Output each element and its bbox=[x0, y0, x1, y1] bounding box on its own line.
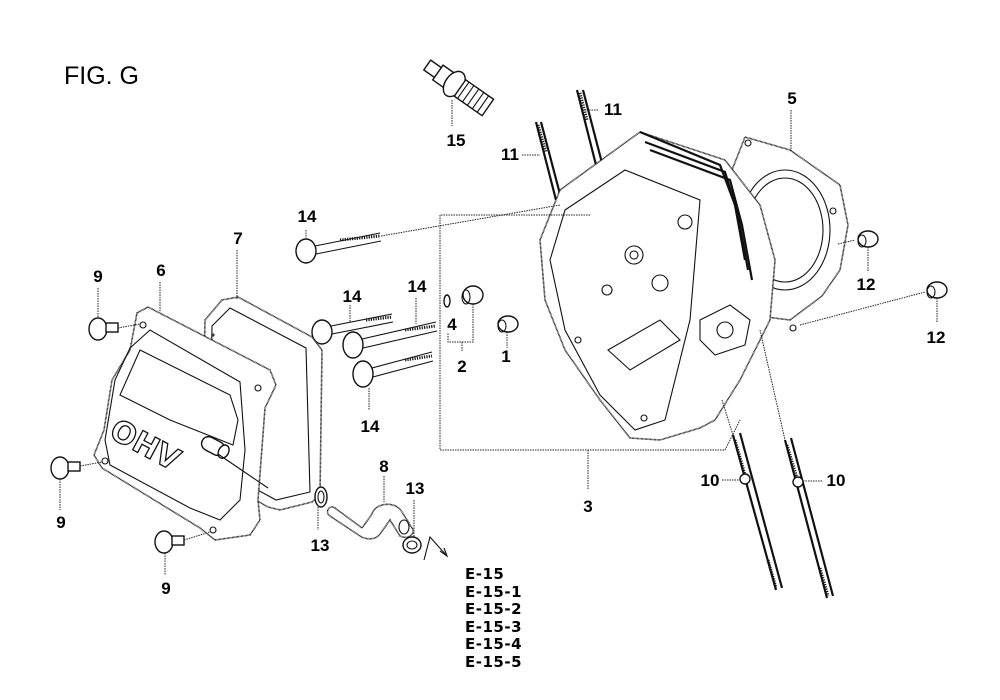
flange-bolt bbox=[295, 204, 561, 264]
dowel-pin bbox=[497, 315, 519, 333]
callout-1: 1 bbox=[501, 347, 510, 366]
flange-bolt bbox=[88, 317, 141, 341]
dowel-pin bbox=[857, 230, 879, 248]
callout-13a: 13 bbox=[311, 536, 330, 555]
push-rod bbox=[731, 432, 784, 591]
reference-code: E-15-2 bbox=[465, 600, 523, 618]
tube-clip bbox=[402, 536, 422, 554]
flange-bolt bbox=[154, 530, 211, 554]
reference-code: E-15-5 bbox=[465, 652, 523, 671]
callout-14b: 14 bbox=[343, 287, 362, 306]
callout-6: 6 bbox=[156, 261, 165, 280]
callout-10a: 10 bbox=[701, 471, 720, 490]
stud-bolt bbox=[575, 89, 604, 166]
cylinder-head bbox=[539, 130, 776, 441]
pin-small bbox=[443, 294, 451, 308]
reference-code-list: E-15 E-15-1 E-15-2 E-15-3 E-15-4 E-15-5 bbox=[465, 565, 523, 671]
callout-8: 8 bbox=[379, 457, 388, 476]
dowel-pin bbox=[461, 285, 484, 305]
callout-12a: 12 bbox=[857, 275, 876, 294]
callout-7: 7 bbox=[233, 229, 242, 248]
figure-title: FIG. G bbox=[64, 62, 139, 90]
spark-plug bbox=[422, 59, 495, 126]
push-rod bbox=[783, 437, 835, 599]
flange-bolt bbox=[342, 321, 438, 359]
callout-9b: 9 bbox=[56, 513, 65, 532]
callout-5: 5 bbox=[787, 89, 796, 108]
callout-9a: 9 bbox=[93, 267, 102, 286]
breather-tube bbox=[326, 503, 414, 540]
callout-11b: 11 bbox=[604, 100, 622, 119]
callout-4: 4 bbox=[447, 315, 457, 334]
dowel-pin bbox=[926, 281, 948, 299]
flange-bolt bbox=[50, 456, 103, 480]
callout-2: 2 bbox=[457, 357, 466, 376]
reference-code: E-15-3 bbox=[465, 617, 523, 636]
callout-3: 3 bbox=[583, 497, 592, 516]
head-cover: OHV bbox=[93, 306, 277, 541]
callout-14d: 14 bbox=[361, 417, 380, 436]
flange-bolt bbox=[311, 313, 394, 345]
direction-arrow-icon bbox=[423, 535, 449, 561]
callout-14c: 14 bbox=[408, 277, 427, 296]
reference-code: E-15-4 bbox=[465, 635, 523, 653]
callout-9c: 9 bbox=[161, 579, 170, 598]
callout-13b: 13 bbox=[406, 479, 425, 498]
callout-10b: 10 bbox=[827, 471, 846, 490]
stud-bolt bbox=[534, 121, 563, 201]
callout-11a: 11 bbox=[501, 145, 519, 164]
reference-code: E-15-1 bbox=[465, 582, 523, 601]
callout-14a: 14 bbox=[298, 207, 317, 226]
callout-12b: 12 bbox=[927, 328, 946, 347]
callout-15: 15 bbox=[447, 131, 466, 150]
reference-code: E-15 bbox=[465, 565, 505, 583]
tube-clip bbox=[314, 486, 328, 508]
flange-bolt bbox=[352, 351, 434, 388]
